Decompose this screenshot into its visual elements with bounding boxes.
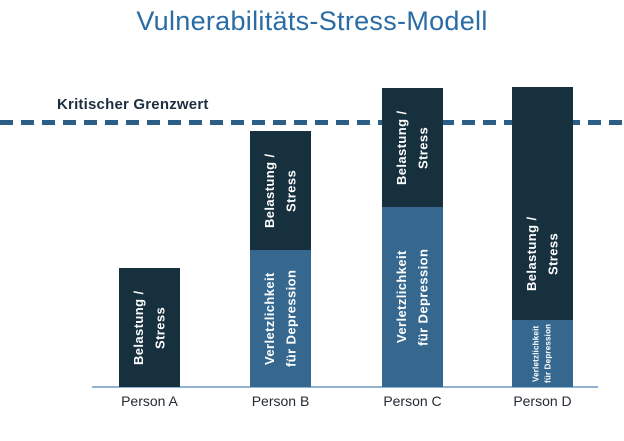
bar-segment-stress: Belastung / Stress: [250, 131, 311, 250]
category-label: Person D: [513, 393, 572, 409]
segment-label: Verletzlichkeit für Depression: [262, 269, 299, 368]
threshold-label: Kritischer Grenzwert: [57, 96, 209, 113]
bar-segment-stress: Belastung / Stress: [512, 87, 573, 320]
category-label: Person B: [251, 393, 310, 409]
category-label: Person A: [121, 393, 178, 409]
chart-title: Vulnerabilitäts-Stress-Modell: [136, 6, 488, 36]
bar-segment-stress: Belastung / Stress: [119, 268, 180, 387]
category-label: Person C: [383, 393, 442, 409]
segment-label: Belastung / Stress: [131, 290, 168, 365]
segment-label: Verletzlichkeit für Depression: [394, 248, 431, 346]
bar-segment-vulnerability: Verletzlichkeit für Depression: [382, 207, 443, 387]
x-axis-baseline: [92, 386, 598, 388]
bar-segment-stress: Belastung / Stress: [382, 88, 443, 207]
segment-label: Belastung / Stress: [262, 153, 299, 228]
segment-label: Belastung / Stress: [394, 110, 431, 185]
bar-segment-vulnerability: Verletzlichkeit für Depression: [512, 320, 573, 387]
threshold-dashed-line: [0, 120, 624, 125]
bar-segment-vulnerability: Verletzlichkeit für Depression: [250, 250, 311, 387]
segment-label: Belastung / Stress: [524, 216, 561, 291]
